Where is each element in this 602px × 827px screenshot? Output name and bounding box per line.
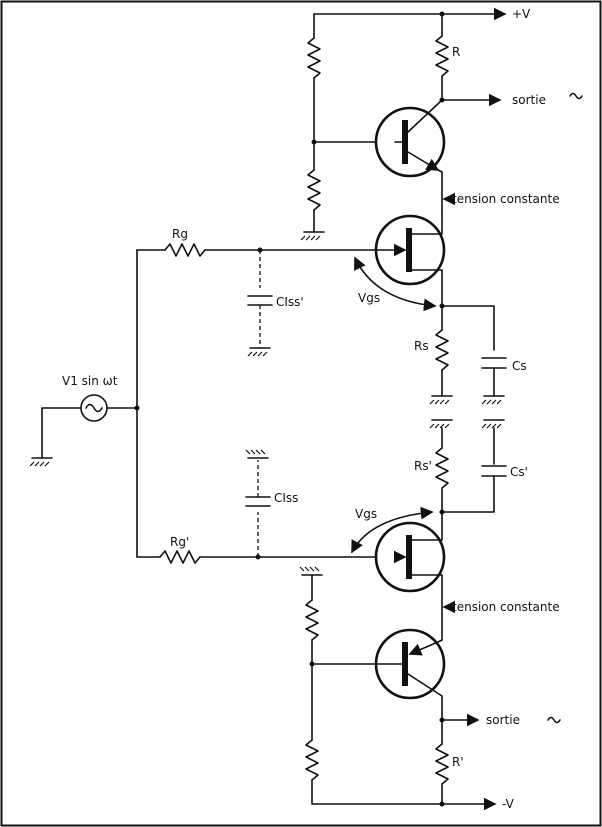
sine-icon-bottom <box>547 716 561 724</box>
bipolar-transistor-bottom <box>311 628 446 700</box>
ciss-prime-label: CIss' <box>276 295 304 309</box>
vgs-bottom-arrow <box>351 506 434 554</box>
rg-prime-label: Rg' <box>170 535 189 549</box>
jfet-bottom <box>374 511 446 641</box>
cs-label: Cs <box>512 359 527 373</box>
rs-label: Rs <box>414 339 429 353</box>
sortie-bottom-label: sortie <box>486 713 520 727</box>
rs-prime-label: Rs' <box>414 459 432 473</box>
r-bottom-label: R' <box>452 755 464 769</box>
vgs-bottom-label: Vgs <box>355 507 377 521</box>
minus-v-rail <box>299 566 497 811</box>
sortie-top-label: sortie <box>512 93 546 107</box>
sine-source-icon <box>85 403 103 413</box>
gate-input-network-top <box>136 243 396 357</box>
gate-input-network-bottom <box>136 449 396 564</box>
sine-icon <box>569 92 583 100</box>
plus-v-label: +V <box>512 7 531 21</box>
source-network-bottom <box>429 419 507 515</box>
rg-label: Rg <box>172 227 188 241</box>
cs-prime-label: Cs' <box>510 465 528 479</box>
vgs-top-label: Vgs <box>358 291 380 305</box>
bipolar-transistor-top <box>374 99 446 211</box>
minus-v-label: -V <box>502 797 515 811</box>
vgs-top-arrow <box>354 256 437 312</box>
plus-v-rail <box>300 7 507 241</box>
ciss-label: CIss <box>274 491 298 505</box>
r-top-label: R <box>452 45 460 59</box>
tension-top-label: tension constante <box>452 192 560 206</box>
input-source <box>29 249 140 558</box>
source-label: V1 sin ωt <box>62 374 118 388</box>
source-network-top <box>429 303 507 405</box>
tension-bottom-label: tension constante <box>452 600 560 614</box>
